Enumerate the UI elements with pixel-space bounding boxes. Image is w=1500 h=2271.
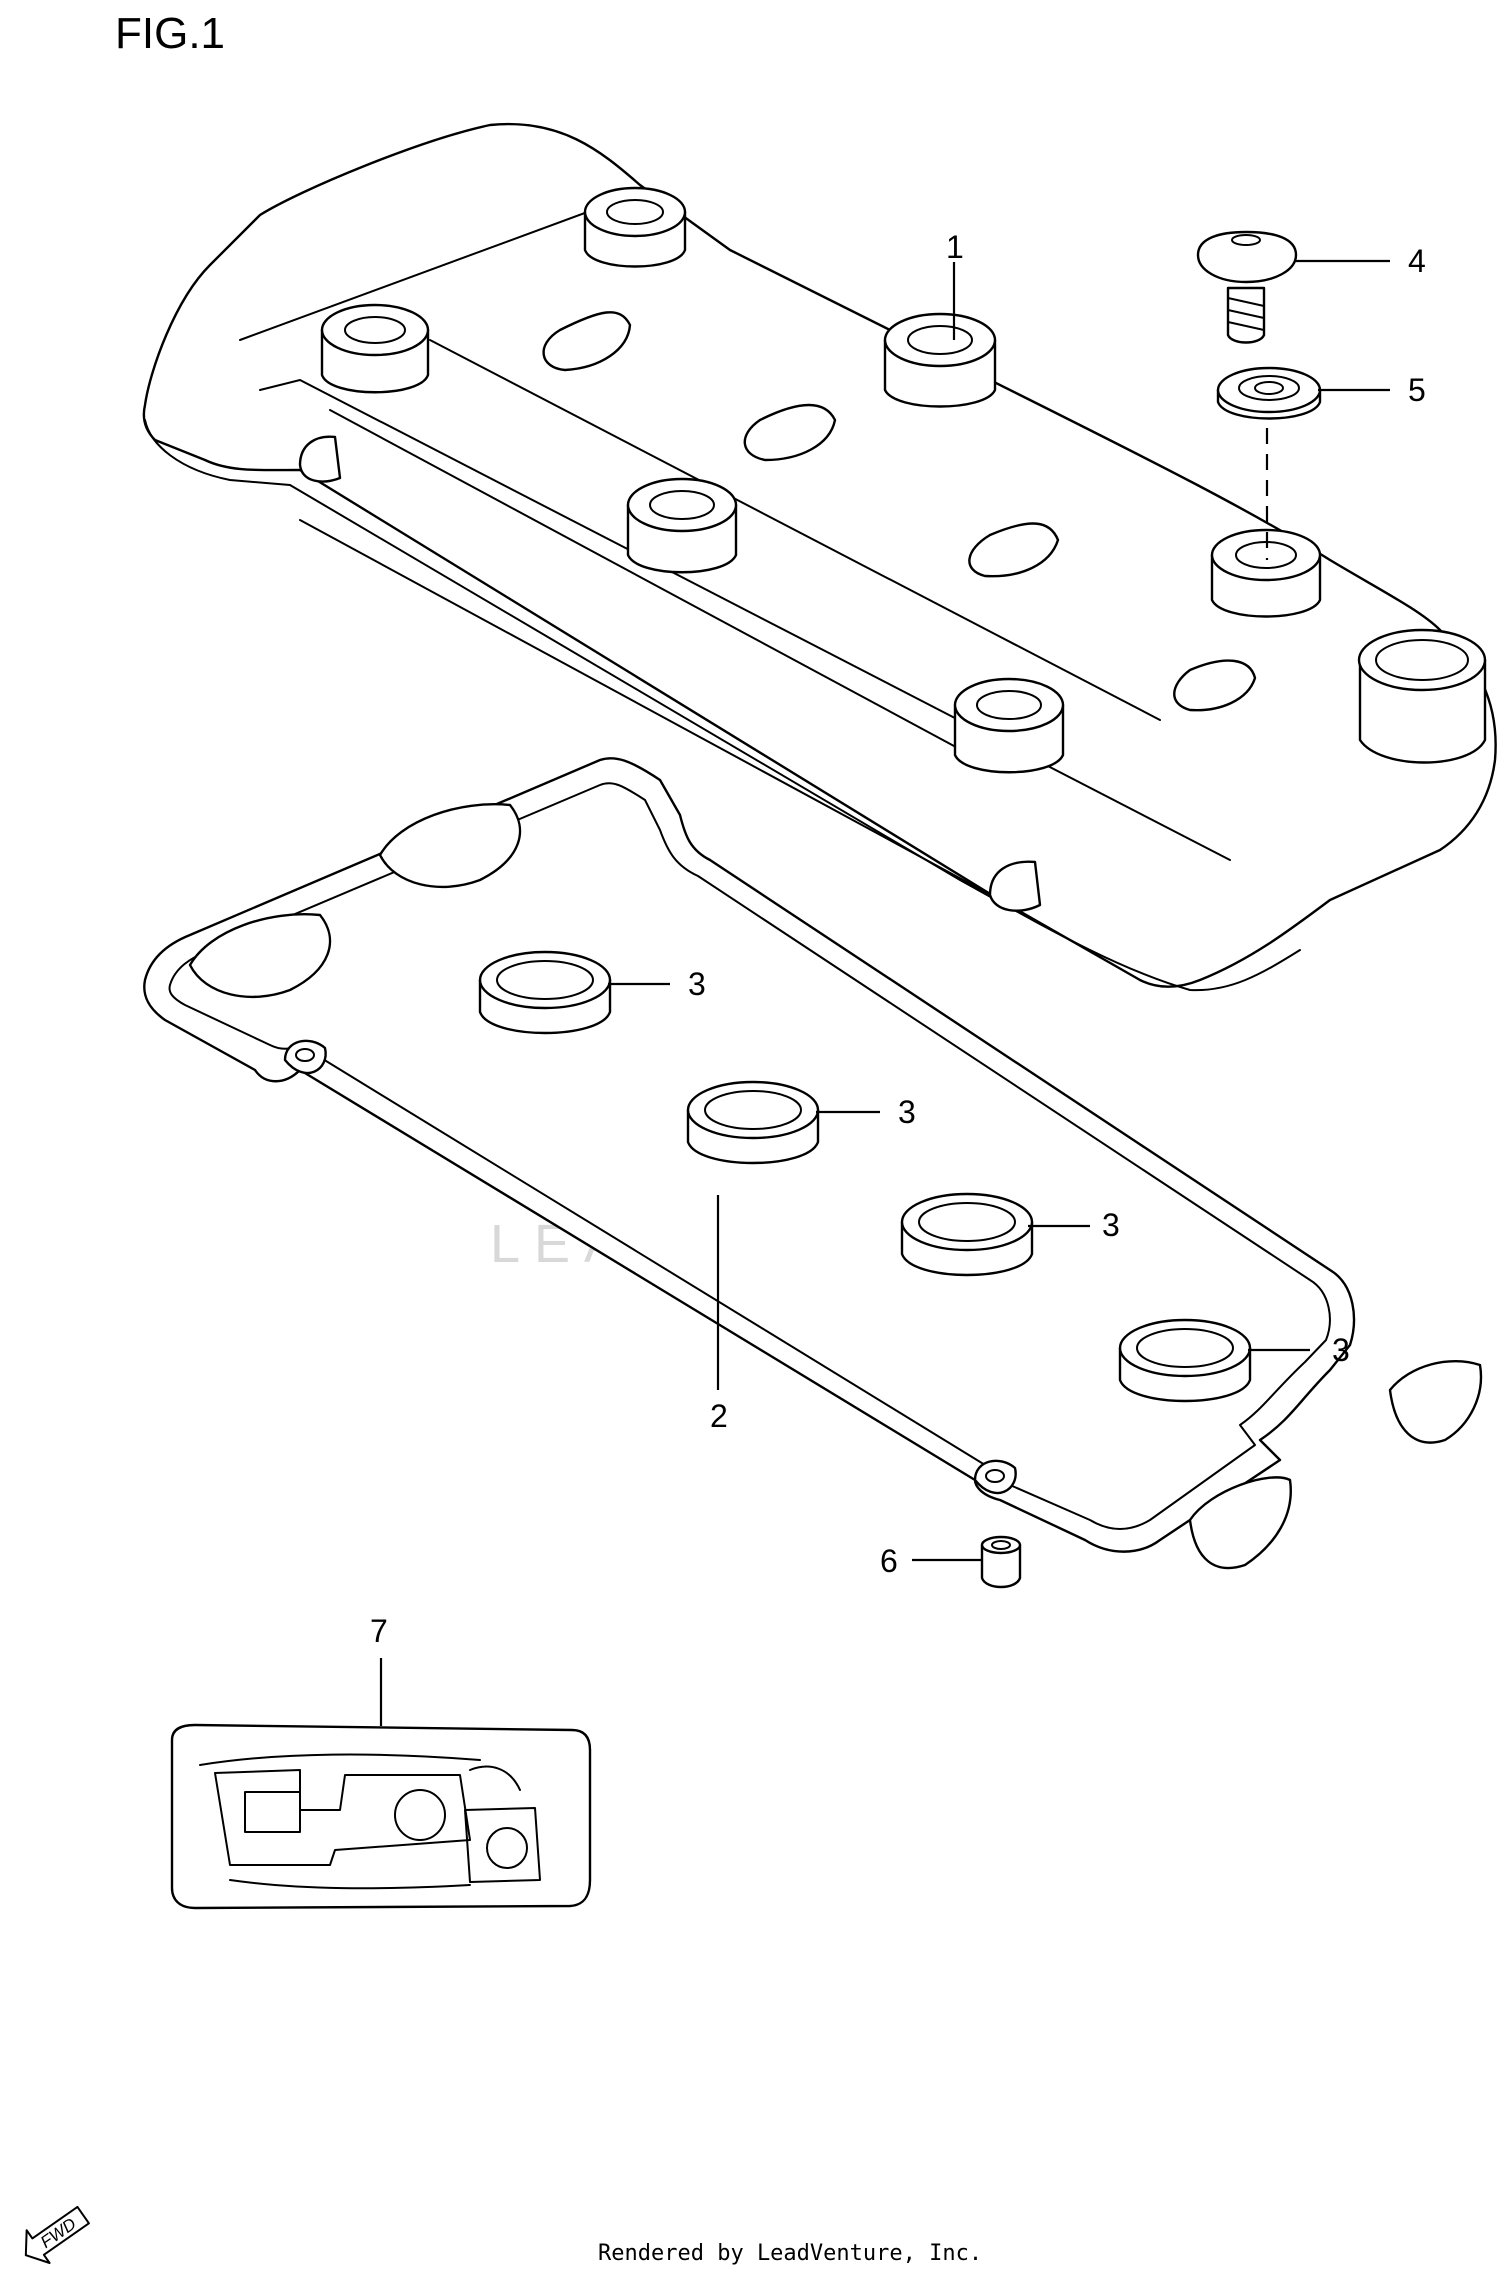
callout-3a: 3	[688, 966, 706, 1002]
callout-3d: 3	[1332, 1332, 1350, 1368]
plug-boss-1	[320, 303, 430, 394]
plug-boss-4	[626, 477, 738, 574]
part-5-washer[interactable]	[1216, 366, 1322, 420]
part-3-seal-4[interactable]	[1118, 1318, 1252, 1403]
callout-6: 6	[880, 1543, 898, 1579]
callout-3b: 3	[898, 1094, 916, 1130]
figure-title: FIG.1	[115, 9, 225, 58]
part-4-bolt[interactable]	[1196, 230, 1298, 344]
callout-1: 1	[946, 229, 964, 265]
plug-boss-2	[583, 186, 687, 268]
callout-2: 2	[710, 1398, 728, 1434]
leaders	[379, 259, 1390, 1726]
plug-boss-6	[953, 677, 1065, 774]
plug-boss-5	[1210, 528, 1322, 618]
plug-boss-3	[883, 312, 997, 408]
part-3-seal-2[interactable]	[686, 1080, 820, 1165]
callout-7: 7	[370, 1613, 388, 1649]
footer-credit: Rendered by LeadVenture, Inc.	[598, 2241, 982, 2266]
part-3-seal-3[interactable]	[900, 1192, 1034, 1277]
breather-pipe	[1357, 628, 1487, 764]
callout-5: 5	[1408, 372, 1426, 408]
callout-3c: 3	[1102, 1207, 1120, 1243]
part-3-seal-1[interactable]	[478, 950, 612, 1035]
part-7-gasket-set[interactable]	[170, 1723, 592, 1910]
callout-4: 4	[1408, 243, 1426, 279]
fwd-badge: FWD	[24, 2205, 90, 2265]
part-1-cylinder-head-cover[interactable]	[142, 122, 1497, 992]
part-6-dowel-pin[interactable]	[980, 1535, 1022, 1589]
